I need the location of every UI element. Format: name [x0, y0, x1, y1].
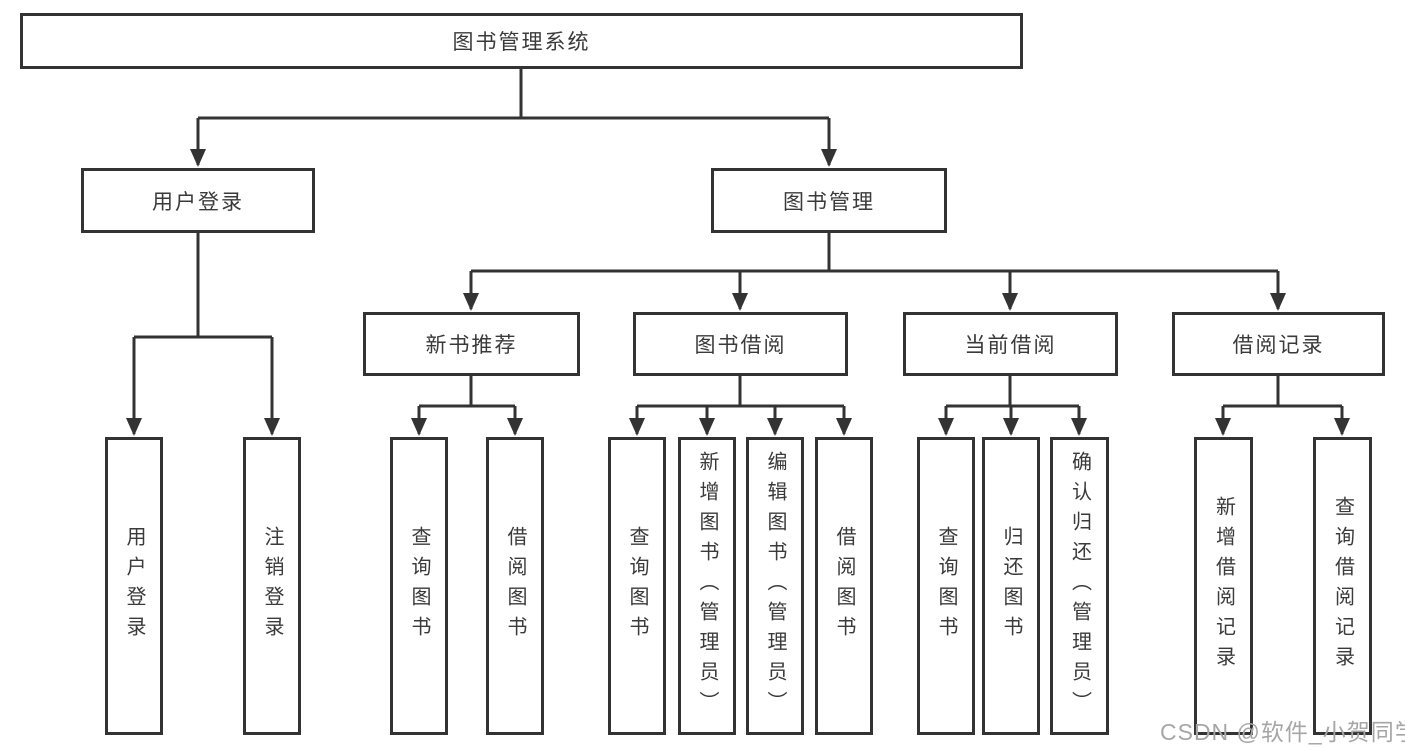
node-root-label: 图书管理系统: [452, 31, 591, 54]
node-book-management-label: 图书管理: [783, 190, 875, 214]
leaf-add-books-admin-label: 新增图书（管理员）: [696, 451, 718, 721]
leaf-add-books-admin: 新增图书（管理员）: [678, 437, 736, 735]
leaf-return-books-label: 归还图书: [1000, 526, 1022, 646]
leaf-edit-books-admin: 编辑图书（管理员）: [746, 437, 804, 735]
node-current-borrow-label: 当前借阅: [964, 334, 1057, 357]
leaf-add-borrow-record-label: 新增借阅记录: [1212, 496, 1235, 676]
node-book-borrow: 图书借阅: [633, 312, 848, 376]
leaf-logout-login: 注销登录: [243, 437, 301, 735]
leaf-return-books: 归还图书: [982, 437, 1040, 735]
leaf-query-books-current-label: 查询图书: [935, 526, 957, 646]
leaf-borrow-books-recommend-label: 借阅图书: [504, 526, 526, 646]
node-user-login-label: 用户登录: [152, 190, 244, 214]
leaf-query-books-borrow-label: 查询图书: [626, 526, 648, 646]
leaf-borrow-books-label: 借阅图书: [833, 526, 855, 646]
node-borrow-records: 借阅记录: [1172, 312, 1385, 376]
leaf-confirm-return-admin-label: 确认归还（管理员）: [1068, 451, 1091, 721]
leaf-query-books-current: 查询图书: [917, 437, 975, 735]
leaf-query-books-borrow: 查询图书: [608, 437, 666, 735]
leaf-edit-books-admin-label: 编辑图书（管理员）: [764, 451, 786, 721]
leaf-borrow-books: 借阅图书: [815, 437, 873, 735]
leaf-query-borrow-record-label: 查询借阅记录: [1331, 496, 1354, 676]
node-current-borrow: 当前借阅: [903, 312, 1118, 376]
leaf-add-borrow-record: 新增借阅记录: [1194, 437, 1253, 735]
node-book-borrow-label: 图书借阅: [694, 334, 787, 357]
leaf-query-books-recommend-label: 查询图书: [408, 526, 430, 646]
leaf-query-borrow-record: 查询借阅记录: [1313, 437, 1372, 735]
node-book-management: 图书管理: [711, 168, 947, 233]
node-borrow-records-label: 借阅记录: [1232, 334, 1325, 357]
leaf-query-books-recommend: 查询图书: [390, 437, 448, 735]
leaf-confirm-return-admin: 确认归还（管理员）: [1050, 437, 1109, 735]
leaf-user-login-label: 用户登录: [123, 526, 145, 646]
watermark-text: CSDN @软件_小贺同学: [1160, 719, 1405, 745]
node-new-book-recommend: 新书推荐: [363, 312, 580, 376]
leaf-logout-login-label: 注销登录: [261, 526, 283, 646]
leaf-user-login: 用户登录: [105, 437, 163, 735]
node-new-book-recommend-label: 新书推荐: [425, 334, 518, 357]
leaf-borrow-books-recommend: 借阅图书: [486, 437, 544, 735]
node-root: 图书管理系统: [20, 13, 1023, 69]
node-user-login: 用户登录: [81, 168, 315, 233]
